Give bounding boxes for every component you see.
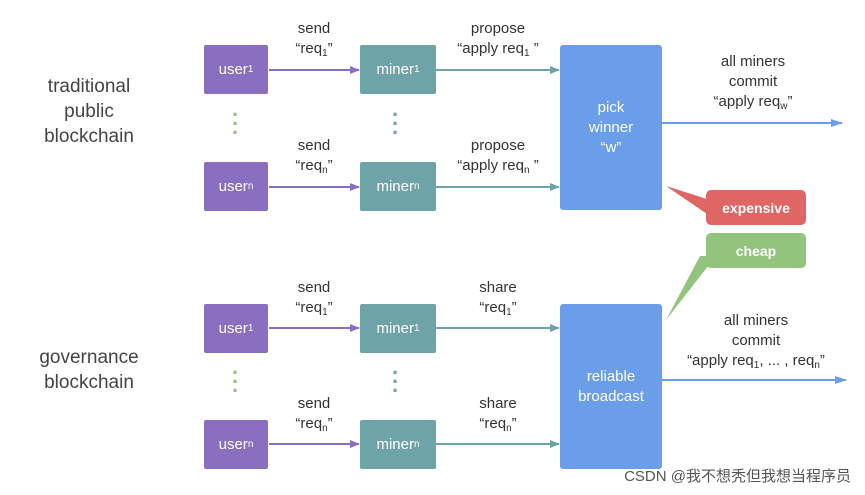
vertical-ellipsis-users-bottom: ··· xyxy=(232,360,240,403)
cheap-badge: cheap xyxy=(706,233,806,268)
csdn-watermark: CSDN @我不想秃但我想当程序员 xyxy=(624,468,851,485)
title-traditional-public-blockchain: traditional public blockchain xyxy=(44,76,134,147)
cheap-callout-pointer xyxy=(666,256,716,320)
share-label-row2: share “reqn” xyxy=(479,395,517,434)
pick-winner-box: pick winner “w” xyxy=(560,45,662,210)
expensive-callout-pointer xyxy=(666,186,710,216)
reliable-broadcast-box: reliable broadcast xyxy=(560,304,662,469)
send-label-row2-bottom: send “reqn” xyxy=(295,395,333,434)
vertical-ellipsis-miners-top: ··· xyxy=(392,102,400,145)
send-label-row1-top: send “req1” xyxy=(295,20,333,59)
output-label-top: all miners commit “apply reqw” xyxy=(713,53,793,112)
vertical-ellipsis-miners-bottom: ··· xyxy=(392,360,400,403)
share-label-row1: share “req1” xyxy=(479,279,517,318)
vertical-ellipsis-users-top: ··· xyxy=(232,102,240,145)
output-label-bottom: all miners commit “apply req1, ... , req… xyxy=(687,312,825,371)
title-governance-blockchain: governance blockchain xyxy=(39,347,139,393)
propose-label-row1: propose “apply req1 ” xyxy=(457,20,539,59)
propose-label-row2: propose “apply reqn ” xyxy=(457,137,539,176)
send-label-row2-top: send “reqn” xyxy=(295,137,333,176)
send-label-row1-bottom: send “req1” xyxy=(295,279,333,318)
expensive-badge: expensive xyxy=(706,190,806,225)
